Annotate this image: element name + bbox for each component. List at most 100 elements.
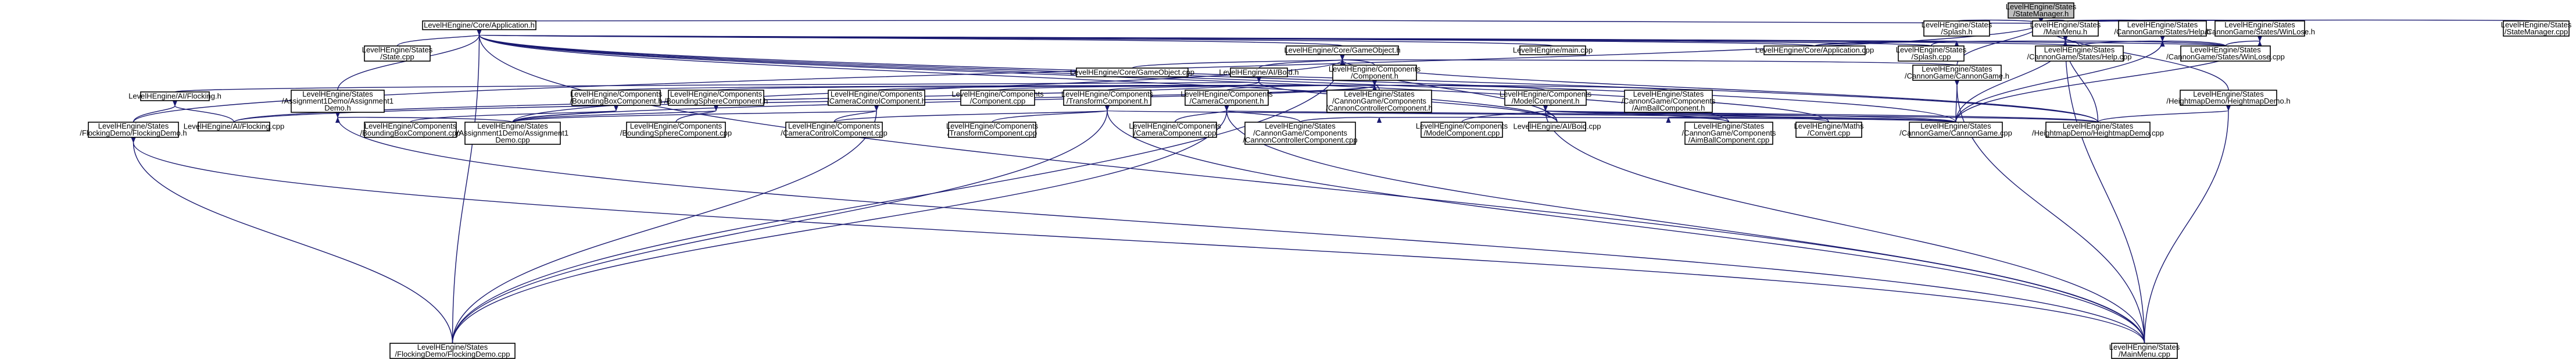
node-camera-h[interactable]: LevelHEngine/Components/CameraComponent.… xyxy=(1180,90,1273,106)
node-box xyxy=(785,122,883,138)
node-mainmenu-h[interactable]: LevelHEngine/States/MainMenu.h xyxy=(2030,20,2101,37)
node-label-line: /HeightmapDemo/HeightmapDemo.h xyxy=(2166,97,2290,105)
edge-heightmap-h-mainmenu-cpp xyxy=(2144,105,2231,344)
node-box xyxy=(2118,20,2207,37)
node-model-cpp[interactable]: LevelHEngine/Components/ModelComponent.c… xyxy=(1416,122,1508,138)
node-flocking-cpp[interactable]: LevelHEngine/AI/Flocking.cpp xyxy=(184,122,284,131)
node-boundingbox-cpp[interactable]: LevelHEngine/Components/BoundingBoxCompo… xyxy=(360,122,461,138)
edge-camera-h-cannoncontroller-cpp xyxy=(1224,105,1301,123)
node-label-line: /Splash.h xyxy=(1941,27,1972,36)
edge-transform-h-mainmenu-cpp xyxy=(1104,105,2145,344)
node-label-line: /CameraControlComponent.cpp xyxy=(781,129,888,137)
node-cannoncontroller-h[interactable]: LevelHEngine/States/CannonGame/Component… xyxy=(1326,90,1433,113)
node-label-line: /CannonGame/CannonGame.h xyxy=(1905,72,2009,80)
node-label-line: LevelHEngine/Core/Application.h xyxy=(424,21,535,30)
node-layer: LevelHEngine/States/StateManager.hLevelH… xyxy=(80,2,2572,359)
node-label-line: /CannonGame/Components xyxy=(1622,97,1716,105)
node-winlose-cpp[interactable]: LevelHEngine/States/CannonGame/States/Wi… xyxy=(2166,45,2285,62)
node-cannongame-h[interactable]: LevelHEngine/States/CannonGame/CannonGam… xyxy=(1905,65,2009,81)
node-box xyxy=(1332,65,1417,81)
node-label-line: LevelHEngine/States xyxy=(2224,20,2295,29)
node-heightmap-h[interactable]: LevelHEngine/States/HeightmapDemo/Height… xyxy=(2166,90,2291,106)
node-boid-cpp[interactable]: LevelHEngine/AI/Boid.cpp xyxy=(1513,122,1601,131)
node-transform-h[interactable]: LevelHEngine/Components/TransformCompone… xyxy=(1061,90,1154,106)
node-box xyxy=(2035,45,2124,62)
node-label-line: /CannonGame/States/WinLose.cpp xyxy=(2166,52,2285,61)
node-convert-cpp[interactable]: LevelHEngine/Maths/Convert.cpp xyxy=(1794,122,1864,138)
edge-application-h-winlose-cpp xyxy=(474,29,2226,47)
node-help-h[interactable]: LevelHEngine/States/CannonGame/States/He… xyxy=(2114,20,2211,37)
node-gameobject-cpp[interactable]: LevelHEngine/Core/GameObject.cpp xyxy=(1070,67,1194,77)
node-aimball-cpp[interactable]: LevelHEngine/States/CannonGame/Component… xyxy=(1682,122,1776,145)
node-label-line: LevelHEngine/Components xyxy=(1061,90,1154,98)
node-boundingbox-h[interactable]: LevelHEngine/Components/BoundingBoxCompo… xyxy=(570,90,663,106)
node-statemanager-cpp[interactable]: LevelHEngine/States/StateManager.cpp xyxy=(2501,20,2572,37)
node-flockingdemo-h[interactable]: LevelHEngine/States/FlockingDemo/Flockin… xyxy=(80,122,187,138)
node-gameobject-h[interactable]: LevelHEngine/Core/GameObject.h xyxy=(1284,45,1401,55)
node-box xyxy=(1286,45,1399,55)
node-application-h[interactable]: LevelHEngine/Core/Application.h xyxy=(422,20,536,30)
node-splash-h[interactable]: LevelHEngine/States/Splash.h xyxy=(1922,20,1992,37)
node-heightmap-cpp[interactable]: LevelHEngine/States/HeightmapDemo/Height… xyxy=(2032,122,2164,138)
node-label-line: LevelHEngine/States xyxy=(1265,122,1336,130)
node-splash-cpp[interactable]: LevelHEngine/States/Splash.cpp xyxy=(1896,45,1967,62)
node-box xyxy=(198,122,270,131)
node-box xyxy=(960,90,1035,106)
edge-heightmap-h-heightmap-cpp xyxy=(2097,105,2231,123)
node-mainmenu-cpp[interactable]: LevelHEngine/States/MainMenu.cpp xyxy=(2109,343,2180,359)
node-label-line: /HeightmapDemo/HeightmapDemo.cpp xyxy=(2032,129,2164,137)
node-box xyxy=(1504,90,1587,106)
node-boundingsphere-h[interactable]: LevelHEngine/Components/BoundingSphereCo… xyxy=(664,90,768,106)
node-label-line: /Component.h xyxy=(1351,72,1398,80)
node-label-line: /BoundingBoxComponent.cpp xyxy=(360,129,461,137)
node-assignment1-h[interactable]: LevelHEngine/States/Assignment1Demo/Assi… xyxy=(282,90,393,113)
node-assignment1-cpp[interactable]: LevelHEngine/States/Assignment1Demo/Assi… xyxy=(457,122,568,145)
node-label-line: /FlockingDemo/FlockingDemo.h xyxy=(80,129,187,137)
node-cameracontrol-h[interactable]: LevelHEngine/Components/CameraControlCom… xyxy=(827,90,926,106)
node-flockingdemo-cpp[interactable]: LevelHEngine/States/FlockingDemo/Flockin… xyxy=(389,343,516,359)
edge-gameobject-h-cannongame-h xyxy=(1337,59,1958,66)
node-boid-h[interactable]: LevelHEngine/AI/Boid.h xyxy=(1219,67,1299,77)
node-label-line: LevelHEngine/Core/Application.cpp xyxy=(1755,46,1874,55)
node-box xyxy=(291,90,385,113)
node-label-line: LevelHEngine/States xyxy=(1694,122,1765,130)
node-boundingsphere-cpp[interactable]: LevelHEngine/Components/BoundingSphereCo… xyxy=(620,122,732,138)
node-winlose-h[interactable]: LevelHEngine/States/CannonGame/States/Wi… xyxy=(2205,20,2315,37)
edge-transform-h-cameracontrol-cpp xyxy=(833,105,1111,123)
node-box xyxy=(1076,67,1189,77)
node-cameracontrol-cpp[interactable]: LevelHEngine/Components/CameraControlCom… xyxy=(781,122,888,138)
node-label-line: /TransformComponent.cpp xyxy=(947,129,1037,137)
node-aimball-h[interactable]: LevelHEngine/States/CannonGame/Component… xyxy=(1622,90,1716,113)
edge-flockingdemo-h-mainmenu-cpp xyxy=(131,137,2145,344)
edge-flocking-h-flocking-cpp xyxy=(172,100,235,123)
node-statemanager-h[interactable]: LevelHEngine/States/StateManager.h xyxy=(2006,2,2077,19)
node-label-line: Demo.cpp xyxy=(495,136,529,144)
node-box xyxy=(1528,122,1586,131)
edge-gameobject-h-assignment1-cpp xyxy=(512,54,1345,123)
node-state-cpp[interactable]: LevelHEngine/States/State.cpp xyxy=(362,45,433,62)
node-main-cpp[interactable]: LevelHEngine/main.cpp xyxy=(1513,45,1593,55)
node-label-line: /MainMenu.cpp xyxy=(2119,350,2170,358)
node-component-h[interactable]: LevelHEngine/Components/Component.h xyxy=(1329,65,1421,81)
node-label-line: LevelHEngine/States xyxy=(477,122,548,130)
node-box xyxy=(1923,20,1990,37)
node-label-line: LevelHEngine/AI/Boid.cpp xyxy=(1513,122,1601,131)
node-component-cpp[interactable]: LevelHEngine/Components/Component.cpp xyxy=(951,90,1044,106)
node-label-line: LevelHEngine/States xyxy=(1922,65,1992,73)
edge-camera-h-flockingdemo-cpp xyxy=(452,105,1229,344)
node-help-cpp[interactable]: LevelHEngine/States/CannonGame/States/He… xyxy=(2027,45,2132,62)
node-box xyxy=(364,45,431,62)
node-box xyxy=(626,122,726,138)
node-model-h[interactable]: LevelHEngine/Components/ModelComponent.h xyxy=(1500,90,1592,106)
node-label-line: LevelHEngine/States xyxy=(302,90,373,98)
node-camera-cpp[interactable]: LevelHEngine/Components/CameraComponent.… xyxy=(1129,122,1221,138)
node-application-cpp[interactable]: LevelHEngine/Core/Application.cpp xyxy=(1755,45,1874,55)
node-label-line: /MainMenu.h xyxy=(2044,27,2087,36)
node-cannoncontroller-cpp[interactable]: LevelHEngine/States/CannonGame/Component… xyxy=(1243,122,1358,145)
node-box xyxy=(1763,45,1866,55)
node-cannongame-cpp[interactable]: LevelHEngine/States/CannonGame/CannonGam… xyxy=(1899,122,2012,138)
node-transform-cpp[interactable]: LevelHEngine/Components/TransformCompone… xyxy=(946,122,1039,138)
edge-cameracontrol-h-cameracontrol-cpp xyxy=(833,105,879,123)
node-label-line: LevelHEngine/States xyxy=(98,122,169,130)
node-flocking-h[interactable]: LevelHEngine/AI/Flocking.h xyxy=(128,91,221,101)
